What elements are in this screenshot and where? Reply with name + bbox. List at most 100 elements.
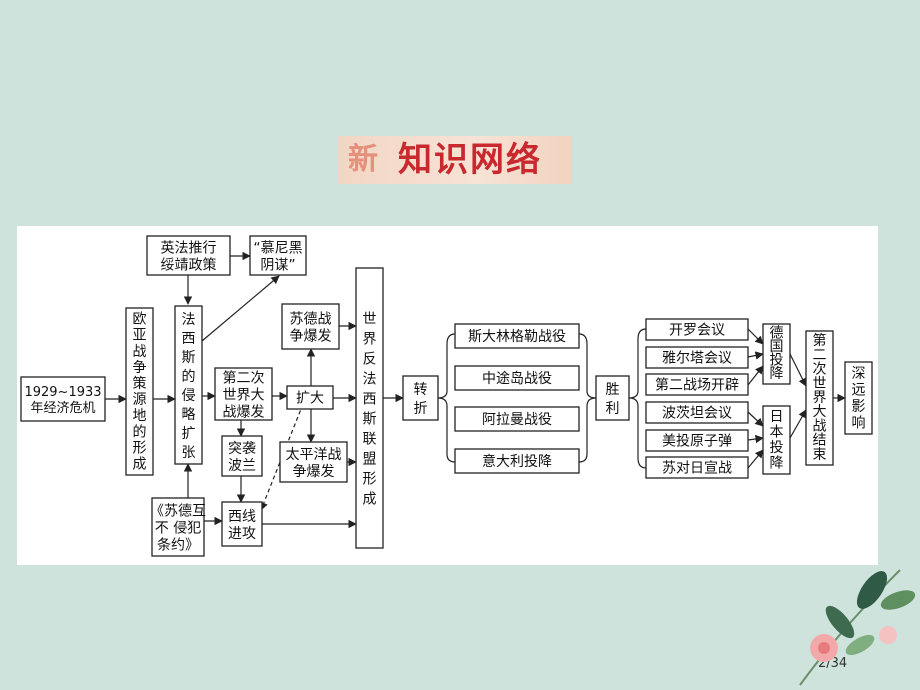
node-label-char: 本 xyxy=(770,425,784,441)
edge xyxy=(747,449,764,469)
node-label-char: 深 xyxy=(852,366,866,382)
node-label-line: 阴谋” xyxy=(260,258,295,274)
node-box xyxy=(645,373,749,396)
node-label-char: 张 xyxy=(182,445,196,461)
node-label-char: 亚 xyxy=(133,328,147,344)
node-expand: 扩大 xyxy=(286,385,334,410)
node-label-line: 条约》 xyxy=(157,537,199,554)
node-box xyxy=(454,448,580,474)
edge xyxy=(747,365,764,386)
node-stalingrad: 斯大林格勒战役 xyxy=(454,323,580,349)
node-label-char: 西 xyxy=(363,392,377,408)
node-box xyxy=(762,405,791,475)
brace-victory xyxy=(578,333,597,463)
node-label-line: 《苏德互 xyxy=(150,504,206,520)
node-label-line: 突袭 xyxy=(228,441,256,457)
edge xyxy=(789,353,807,387)
node-label-char: 国 xyxy=(770,339,784,355)
node-midway: 中途岛战役 xyxy=(454,365,580,391)
node-potsdam: 波茨坦会议 xyxy=(645,401,749,424)
node-label-char: 降 xyxy=(770,456,784,472)
node-victory: 胜利 xyxy=(595,375,630,421)
node-box xyxy=(844,361,873,435)
node-box xyxy=(402,375,439,421)
node-box xyxy=(645,318,749,341)
node-label-char: 束 xyxy=(813,447,827,463)
node-box xyxy=(454,323,580,349)
node-label-char: 法 xyxy=(363,372,377,388)
node-box xyxy=(762,323,791,385)
node-label-char: 大 xyxy=(813,404,827,420)
node-label-char: 折 xyxy=(414,401,428,417)
brace-events xyxy=(628,328,647,469)
node-box xyxy=(286,385,334,410)
node-box xyxy=(645,401,749,424)
node-second-front: 第二战场开辟 xyxy=(645,373,749,396)
node-label-char: 形 xyxy=(363,472,377,488)
node-label-char: 法 xyxy=(182,312,196,328)
node-label-char: 次 xyxy=(813,362,827,378)
node-box xyxy=(454,365,580,391)
node-label-char: 利 xyxy=(606,401,620,417)
node-label-char: 响 xyxy=(852,415,866,431)
node-label-char: 世 xyxy=(813,376,827,392)
node-box xyxy=(151,497,205,557)
edge xyxy=(747,328,764,345)
node-box xyxy=(221,435,263,477)
node-box xyxy=(221,501,263,547)
flower-decoration-icon xyxy=(799,569,916,686)
edge xyxy=(201,275,280,342)
node-label-char: 西 xyxy=(182,331,196,347)
node-label-line: 世界大 xyxy=(223,388,265,404)
node-box xyxy=(595,375,630,421)
node-label-char: 胜 xyxy=(606,382,620,398)
node-label-char: 争 xyxy=(133,360,147,376)
node-label-char: 策 xyxy=(133,375,147,392)
node-label-char: 成 xyxy=(133,456,147,472)
node-label-char: 世 xyxy=(363,312,377,328)
node-label-char: 二 xyxy=(813,347,827,363)
node-box xyxy=(20,376,106,422)
node-label: 意大利投降 xyxy=(482,453,552,470)
node-label-char: 形 xyxy=(133,440,147,456)
node-label-line: 苏德战 xyxy=(290,312,332,328)
node-label-char: 的 xyxy=(133,424,147,440)
node-label: 扩大 xyxy=(296,391,324,407)
node-label-line: 太平洋战 xyxy=(286,447,342,463)
node-label: 苏对日宣战 xyxy=(662,461,732,477)
node-soviet-war-japan: 苏对日宣战 xyxy=(645,456,749,479)
node-turn: 转折 xyxy=(402,375,439,421)
node-label: 开罗会议 xyxy=(669,323,725,339)
node-label-char: 降 xyxy=(770,366,784,382)
node-label-line: 不 侵犯 xyxy=(155,520,201,537)
node-label-line: 战爆发 xyxy=(223,405,265,421)
node-label-line: 西线 xyxy=(228,509,256,525)
node-label-char: 影 xyxy=(852,399,866,415)
node-label: 雅尔塔会议 xyxy=(662,351,732,367)
node-alamein: 阿拉曼战役 xyxy=(454,406,580,432)
page-title: 知识网络 xyxy=(398,140,542,180)
node-label-char: 侵 xyxy=(182,387,196,404)
node-label: 中途岛战役 xyxy=(482,370,552,387)
node-label-char: 反 xyxy=(363,352,377,368)
node-box xyxy=(355,267,384,549)
node-cairo: 开罗会议 xyxy=(645,318,749,341)
edge xyxy=(789,409,807,439)
node-label: 波茨坦会议 xyxy=(662,406,732,422)
node-label-char: 的 xyxy=(182,369,196,385)
node-label-line: 进攻 xyxy=(228,526,256,542)
node-label-char: 第 xyxy=(813,332,827,349)
node-label-char: 转 xyxy=(414,382,428,398)
node-label: 斯大林格勒战役 xyxy=(468,329,566,345)
node-label-char: 日 xyxy=(770,409,784,425)
